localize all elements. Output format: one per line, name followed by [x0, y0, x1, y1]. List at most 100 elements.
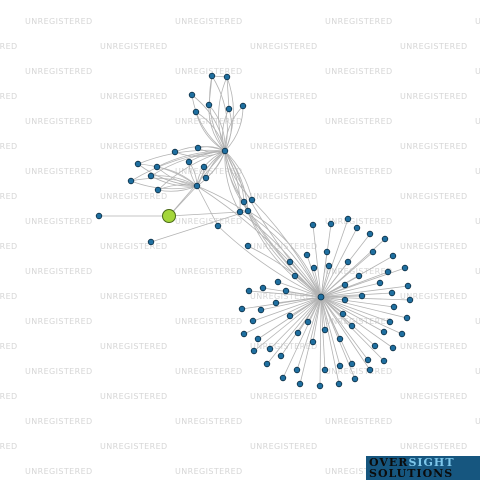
watermark-text: UNREGISTERED	[25, 267, 93, 276]
network-node	[351, 375, 359, 383]
network-node	[257, 306, 265, 314]
edge	[266, 296, 322, 365]
edge	[150, 210, 249, 243]
edge	[319, 296, 322, 387]
watermark-text: UNREGISTERED	[0, 142, 18, 151]
edge	[196, 185, 219, 227]
network-node	[303, 251, 311, 259]
network-node	[389, 252, 397, 260]
network-node	[327, 220, 335, 228]
edge	[297, 296, 322, 334]
watermark-text: UNREGISTERED	[400, 242, 468, 251]
edge	[307, 296, 322, 323]
edge	[243, 296, 322, 335]
network-node	[304, 318, 312, 326]
edge	[320, 296, 369, 361]
watermark-text: UNREGISTERED	[25, 217, 93, 226]
edge	[320, 296, 340, 385]
network-node	[259, 284, 267, 292]
watermark-text: UNREGISTERED	[175, 267, 243, 276]
edge	[211, 75, 228, 152]
network-node	[266, 345, 274, 353]
watermark-text: UNREGISTERED	[250, 342, 318, 351]
network-node	[291, 272, 299, 280]
network-node	[250, 347, 258, 355]
edge	[320, 296, 344, 315]
network-node	[371, 342, 379, 350]
network-node	[384, 268, 392, 276]
edge	[320, 265, 330, 298]
edge	[313, 267, 322, 298]
edge	[253, 296, 322, 352]
watermark-text: UNREGISTERED	[0, 292, 18, 301]
edge	[260, 296, 322, 311]
watermark-text: UNREGISTERED	[25, 317, 93, 326]
watermark-text: UNREGISTERED	[250, 92, 318, 101]
edge	[320, 271, 389, 298]
edge	[217, 225, 322, 298]
edge	[320, 251, 328, 298]
edge	[130, 177, 198, 187]
network-node	[336, 335, 344, 343]
watermark-text: UNREGISTERED	[100, 242, 168, 251]
edge	[188, 150, 226, 163]
edge	[320, 296, 394, 349]
network-node	[341, 296, 349, 304]
watermark-text: UNREGISTERED	[325, 17, 393, 26]
watermark-text: UNREGISTERED	[250, 192, 318, 201]
network-node	[401, 264, 409, 272]
watermark-text: UNREGISTERED	[175, 17, 243, 26]
watermark-text: UNREGISTERED	[250, 442, 318, 451]
watermark-text: UNREGISTERED	[175, 367, 243, 376]
network-node	[321, 366, 329, 374]
edge	[320, 296, 385, 333]
network-node	[194, 144, 202, 152]
network-node	[380, 328, 388, 336]
network-node	[406, 296, 414, 304]
edge	[191, 94, 226, 152]
watermark-text: UNREGISTERED	[400, 142, 468, 151]
edge	[320, 296, 341, 340]
edge	[224, 108, 232, 152]
watermark-text: UNREGISTERED	[25, 167, 93, 176]
network-node	[147, 238, 155, 246]
network-node	[348, 322, 356, 330]
edge	[168, 211, 241, 217]
edge	[247, 245, 322, 298]
watermark-text: UNREGISTERED	[400, 192, 468, 201]
edge	[224, 150, 249, 212]
watermark-text: UNREGISTERED	[0, 442, 18, 451]
network-node	[274, 278, 282, 286]
hub-node	[317, 293, 325, 301]
edge	[277, 281, 322, 298]
watermark-text: UNREGISTERED	[100, 392, 168, 401]
network-node	[309, 221, 317, 229]
watermark-text: UNREGISTERED	[0, 42, 18, 51]
network-node	[380, 357, 388, 365]
network-node	[240, 330, 248, 338]
watermark-text: UNREGISTERED	[250, 242, 318, 251]
edge	[285, 290, 322, 298]
network-node	[369, 248, 377, 256]
edge	[195, 111, 226, 152]
network-node	[336, 362, 344, 370]
edge	[224, 150, 253, 201]
network-node	[193, 182, 201, 190]
network-node	[296, 380, 304, 388]
network-node	[386, 318, 394, 326]
watermark-text: UNREGISTERED	[475, 217, 480, 226]
watermark-text: UNREGISTERED	[325, 67, 393, 76]
edge	[320, 296, 411, 301]
network-node	[248, 196, 256, 204]
network-node	[381, 235, 389, 243]
watermark-text: UNREGISTERED	[325, 417, 393, 426]
network-node	[294, 329, 302, 337]
network-node	[134, 160, 142, 168]
network-node	[221, 147, 229, 155]
edge	[312, 296, 322, 343]
edge	[157, 150, 226, 191]
watermark-text: UNREGISTERED	[175, 67, 243, 76]
watermark-text: UNREGISTERED	[175, 217, 243, 226]
watermark-text: UNREGISTERED	[400, 292, 468, 301]
network-node	[277, 352, 285, 360]
